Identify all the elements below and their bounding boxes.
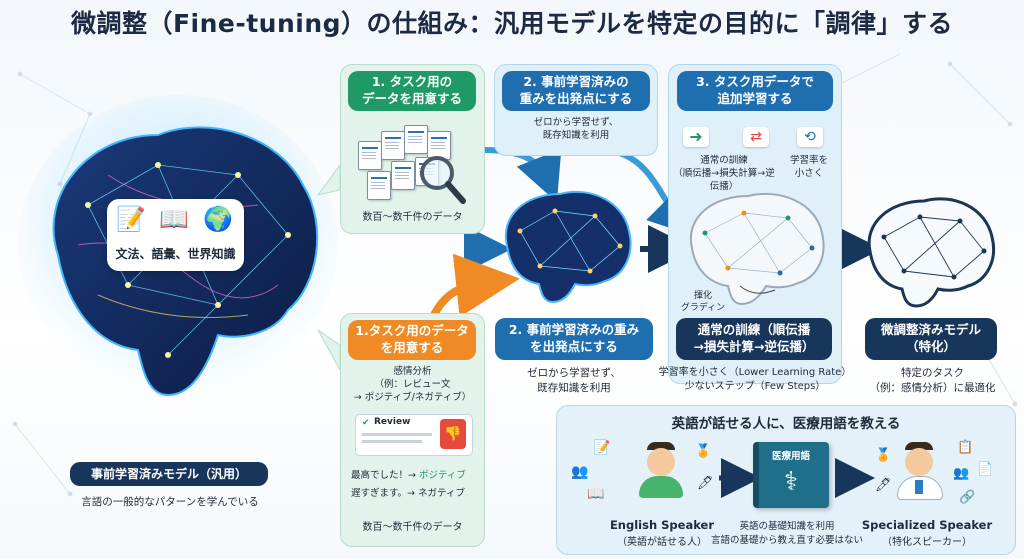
review-title: Review (374, 417, 411, 427)
magnifier-icon (420, 156, 466, 204)
book-icon: 📖 (159, 205, 189, 233)
book-icon: 📖 (587, 486, 605, 502)
english-speaker-avatar (633, 442, 689, 498)
checklist-icon: 📋 (957, 440, 974, 455)
step3-bottom-head: 通常の訓練（順伝播 →損失計算→逆伝播） (676, 318, 832, 360)
step2-bottom-caption: ゼロから学習せず、 既存知識を利用 (527, 367, 621, 394)
finetuned-model-caption: 特定のタスク （例：感情分析）に最適化 (869, 367, 996, 394)
english-speaker-name: English Speaker (609, 518, 715, 532)
network-icon: 🔗 (959, 490, 976, 505)
finetuned-brain-illustration (867, 197, 995, 308)
finetuned-model-head: 微調整済みモデル （特化） (865, 318, 997, 360)
thumbs-down-icon: 👎 (440, 419, 466, 449)
knowledge-box: 📝 📖 🌍 文法、語彙、世界知識 (107, 199, 244, 271)
people-icon: 👥 (571, 464, 589, 480)
example-negative: 遅すぎます。→ ネガティブ (351, 488, 465, 499)
people-icon: 👥 (953, 466, 970, 481)
medical-book-label: 医療用語 (771, 451, 810, 462)
step3-bottom-caption: 学習率を小さく（Lower Learning Rate） 少ないステップ（Few… (658, 367, 852, 392)
analogy-middle-line1: 英語の基礎知識を利用 (739, 521, 835, 532)
pretrained-model-desc: 言語の一般的なパターンを学んでいる (81, 496, 259, 508)
pretrained-model-title: 事前学習済みモデル（汎用） (70, 462, 268, 486)
review-check-icon: ✔ (362, 418, 370, 428)
step3-top-head: 3. タスク用データで 追加学習する (677, 71, 833, 111)
step3-train-caption: 通常の訓練 （順伝播→損失計算→逆伝播） (673, 155, 775, 192)
brain-weights-illustration (504, 190, 632, 304)
loss-arrows-icon: ⇄ (743, 127, 769, 147)
document-icon: 📝 (593, 440, 611, 456)
analogy-title: 英語が話せる人に、医療用語を教える (671, 416, 901, 432)
award-icon: 🏅 (875, 448, 892, 463)
positive-label: ポジティブ (418, 470, 466, 481)
review-card: ✔ Review 👎 (355, 414, 473, 456)
step1-bottom-caption: 数百～数千件のデータ (362, 522, 463, 533)
analogy-arrows (719, 458, 875, 498)
brain-training-illustration (689, 192, 825, 306)
step1-top-card: 1. タスク用の データを用意する 数百～数千件のデータ (340, 64, 485, 234)
specialized-speaker-sub: （特化スピーカー） (882, 537, 972, 548)
backprop-icon: ⟲ (797, 127, 823, 147)
analogy-middle-line2: 言語の基礎から教え直す必要はない (710, 535, 863, 546)
globe-icon: 🌍 (203, 205, 233, 233)
specialized-speaker-avatar (891, 442, 947, 500)
example-positive: 最高でした！→ ポジティブ (351, 470, 466, 481)
english-speaker-sub: （英語が話せる人） (617, 537, 707, 548)
forward-arrow-icon: ➜ (683, 127, 709, 147)
caduceus-icon: ⚕ (783, 467, 799, 497)
analogy-panel: 英語が話せる人に、医療用語を教える 📝 👥 📖 🏅 🖊 English Spea… (556, 405, 1016, 555)
step3-lr-caption: 学習率を 小さく (789, 155, 828, 179)
page-title: 微調整（Fine-tuning）の仕組み：汎用モデルを特定の目的に「調律」する (70, 9, 954, 38)
award-icon: 🏅 (695, 444, 712, 459)
specialized-speaker-name: Specialized Speaker (861, 518, 993, 532)
document-icon: 📝 (116, 205, 146, 233)
knowledge-label: 文法、語彙、世界知識 (115, 247, 236, 261)
sentiment-task-desc: 感情分析 （例：レビュー文 → ポジティブ/ネガティブ） (353, 366, 472, 403)
documents-icon (353, 121, 473, 221)
step2-top-caption: ゼロから学習せず、 既存知識を利用 (533, 117, 619, 141)
document-icon: 📄 (977, 462, 994, 477)
pen-icon: 🖊 (697, 476, 714, 491)
step1-bottom-card: 1.タスク用のデータ を用意する 感情分析 （例：レビュー文 → ポジティブ/ネ… (340, 313, 485, 547)
pen-icon: 🖊 (875, 478, 892, 493)
step1-bottom-head: 1.タスク用のデータ を用意する (348, 320, 476, 360)
step2-bottom-head: 2. 事前学習済みの重み を出発点にする (495, 318, 653, 360)
gradient-label: 揮化 グラディン (680, 291, 726, 314)
step2-top-card: 2. 事前学習済みの 重みを出発点にする ゼロから学習せず、 既存知識を利用 (494, 64, 658, 156)
medical-book: 医療用語 ⚕ (753, 442, 829, 508)
step1-top-head: 1. タスク用の データを用意する (348, 71, 476, 111)
step2-top-head: 2. 事前学習済みの 重みを出発点にする (502, 71, 650, 111)
step1-top-caption: 数百～数千件のデータ (362, 212, 463, 223)
